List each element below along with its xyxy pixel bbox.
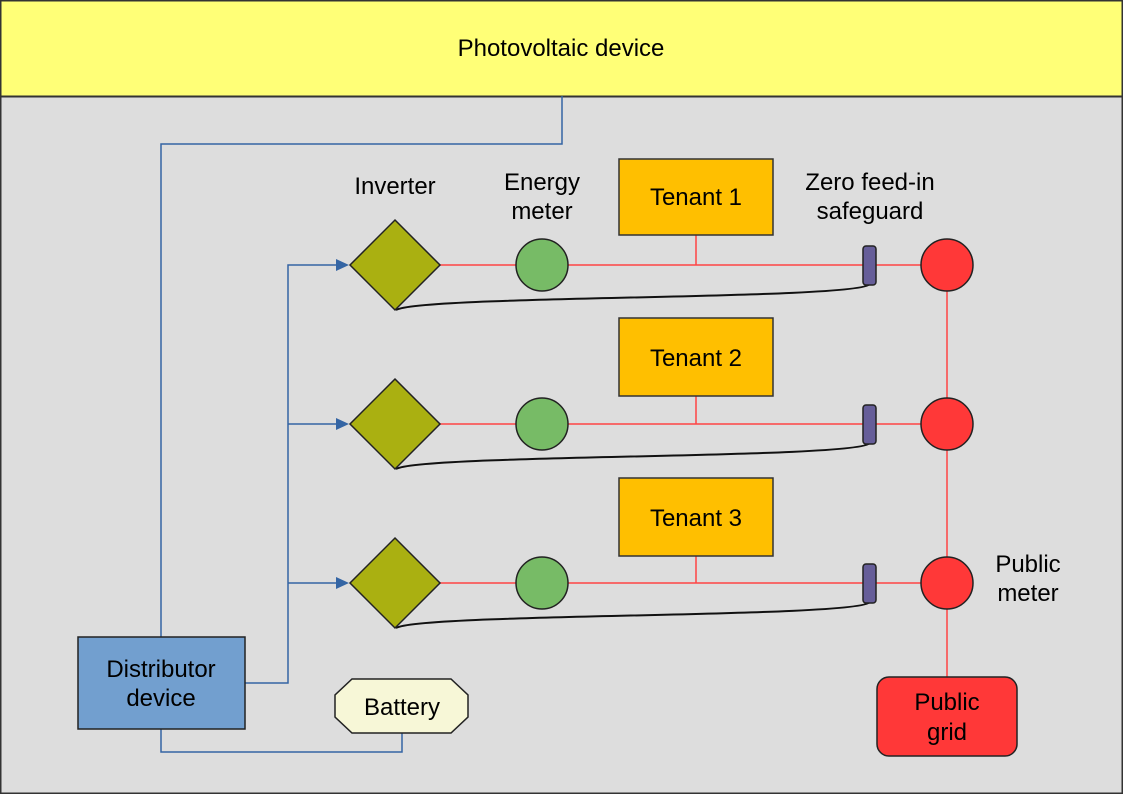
distributor-label-line1: Distributor [106, 656, 215, 683]
tenant-2-label: Tenant 2 [650, 345, 742, 372]
public-grid-label-line2: grid [927, 719, 967, 746]
energy-meter-1[interactable] [515, 238, 569, 292]
branch-1: Tenant 1 [348, 158, 974, 312]
data-connections [160, 96, 563, 753]
photovoltaic-label: Photovoltaic device [458, 35, 665, 62]
energy-meter-3[interactable] [515, 556, 569, 610]
distributor-device[interactable]: Distributor device [77, 636, 246, 730]
arrowheads [336, 259, 349, 589]
distributor-to-inverter-1-line [245, 264, 338, 684]
public-meter-3[interactable] [920, 556, 974, 610]
tenant-3-label: Tenant 3 [650, 505, 742, 532]
branch-2: Tenant 2 [348, 317, 974, 471]
safeguard-1[interactable] [862, 245, 877, 286]
energy-meter-label-line1: Energy [504, 169, 580, 196]
pv-to-distributor-line [160, 96, 563, 637]
tenant-1-label: Tenant 1 [650, 184, 742, 211]
public-grid-label-line1: Public [914, 689, 979, 716]
tenant-2-box[interactable]: Tenant 2 [618, 317, 774, 397]
arrow-icon [336, 259, 349, 271]
control-connections [395, 283, 871, 629]
energy-meter-label-line2: meter [511, 198, 572, 225]
inverter-label: Inverter [354, 173, 435, 200]
distributor-to-battery-line [160, 729, 403, 753]
safeguard-label-line2: safeguard [817, 198, 924, 225]
safeguard-2[interactable] [862, 404, 877, 445]
arrow-icon [336, 577, 349, 589]
safeguard-label-line1: Zero feed-in [805, 169, 934, 196]
public-meter-label-line1: Public [995, 551, 1060, 578]
public-grid[interactable]: Public grid [876, 676, 1018, 757]
inverter-3[interactable] [348, 536, 442, 630]
battery-label: Battery [364, 694, 440, 721]
public-meter-1[interactable] [920, 238, 974, 292]
branch-3: Tenant 3 [348, 477, 974, 630]
photovoltaic-device[interactable]: Photovoltaic device [0, 0, 1123, 98]
safeguard-3[interactable] [862, 563, 877, 604]
inverter-2[interactable] [348, 377, 442, 471]
distributor-label-line2: device [126, 685, 195, 712]
tenant-3-box[interactable]: Tenant 3 [618, 477, 774, 557]
public-meter-label-line2: meter [997, 580, 1058, 607]
public-meter-2[interactable] [920, 397, 974, 451]
inverter-1[interactable] [348, 218, 442, 312]
tenant-1-box[interactable]: Tenant 1 [618, 158, 774, 236]
battery[interactable]: Battery [334, 678, 469, 734]
energy-meter-2[interactable] [515, 397, 569, 451]
arrow-icon [336, 418, 349, 430]
